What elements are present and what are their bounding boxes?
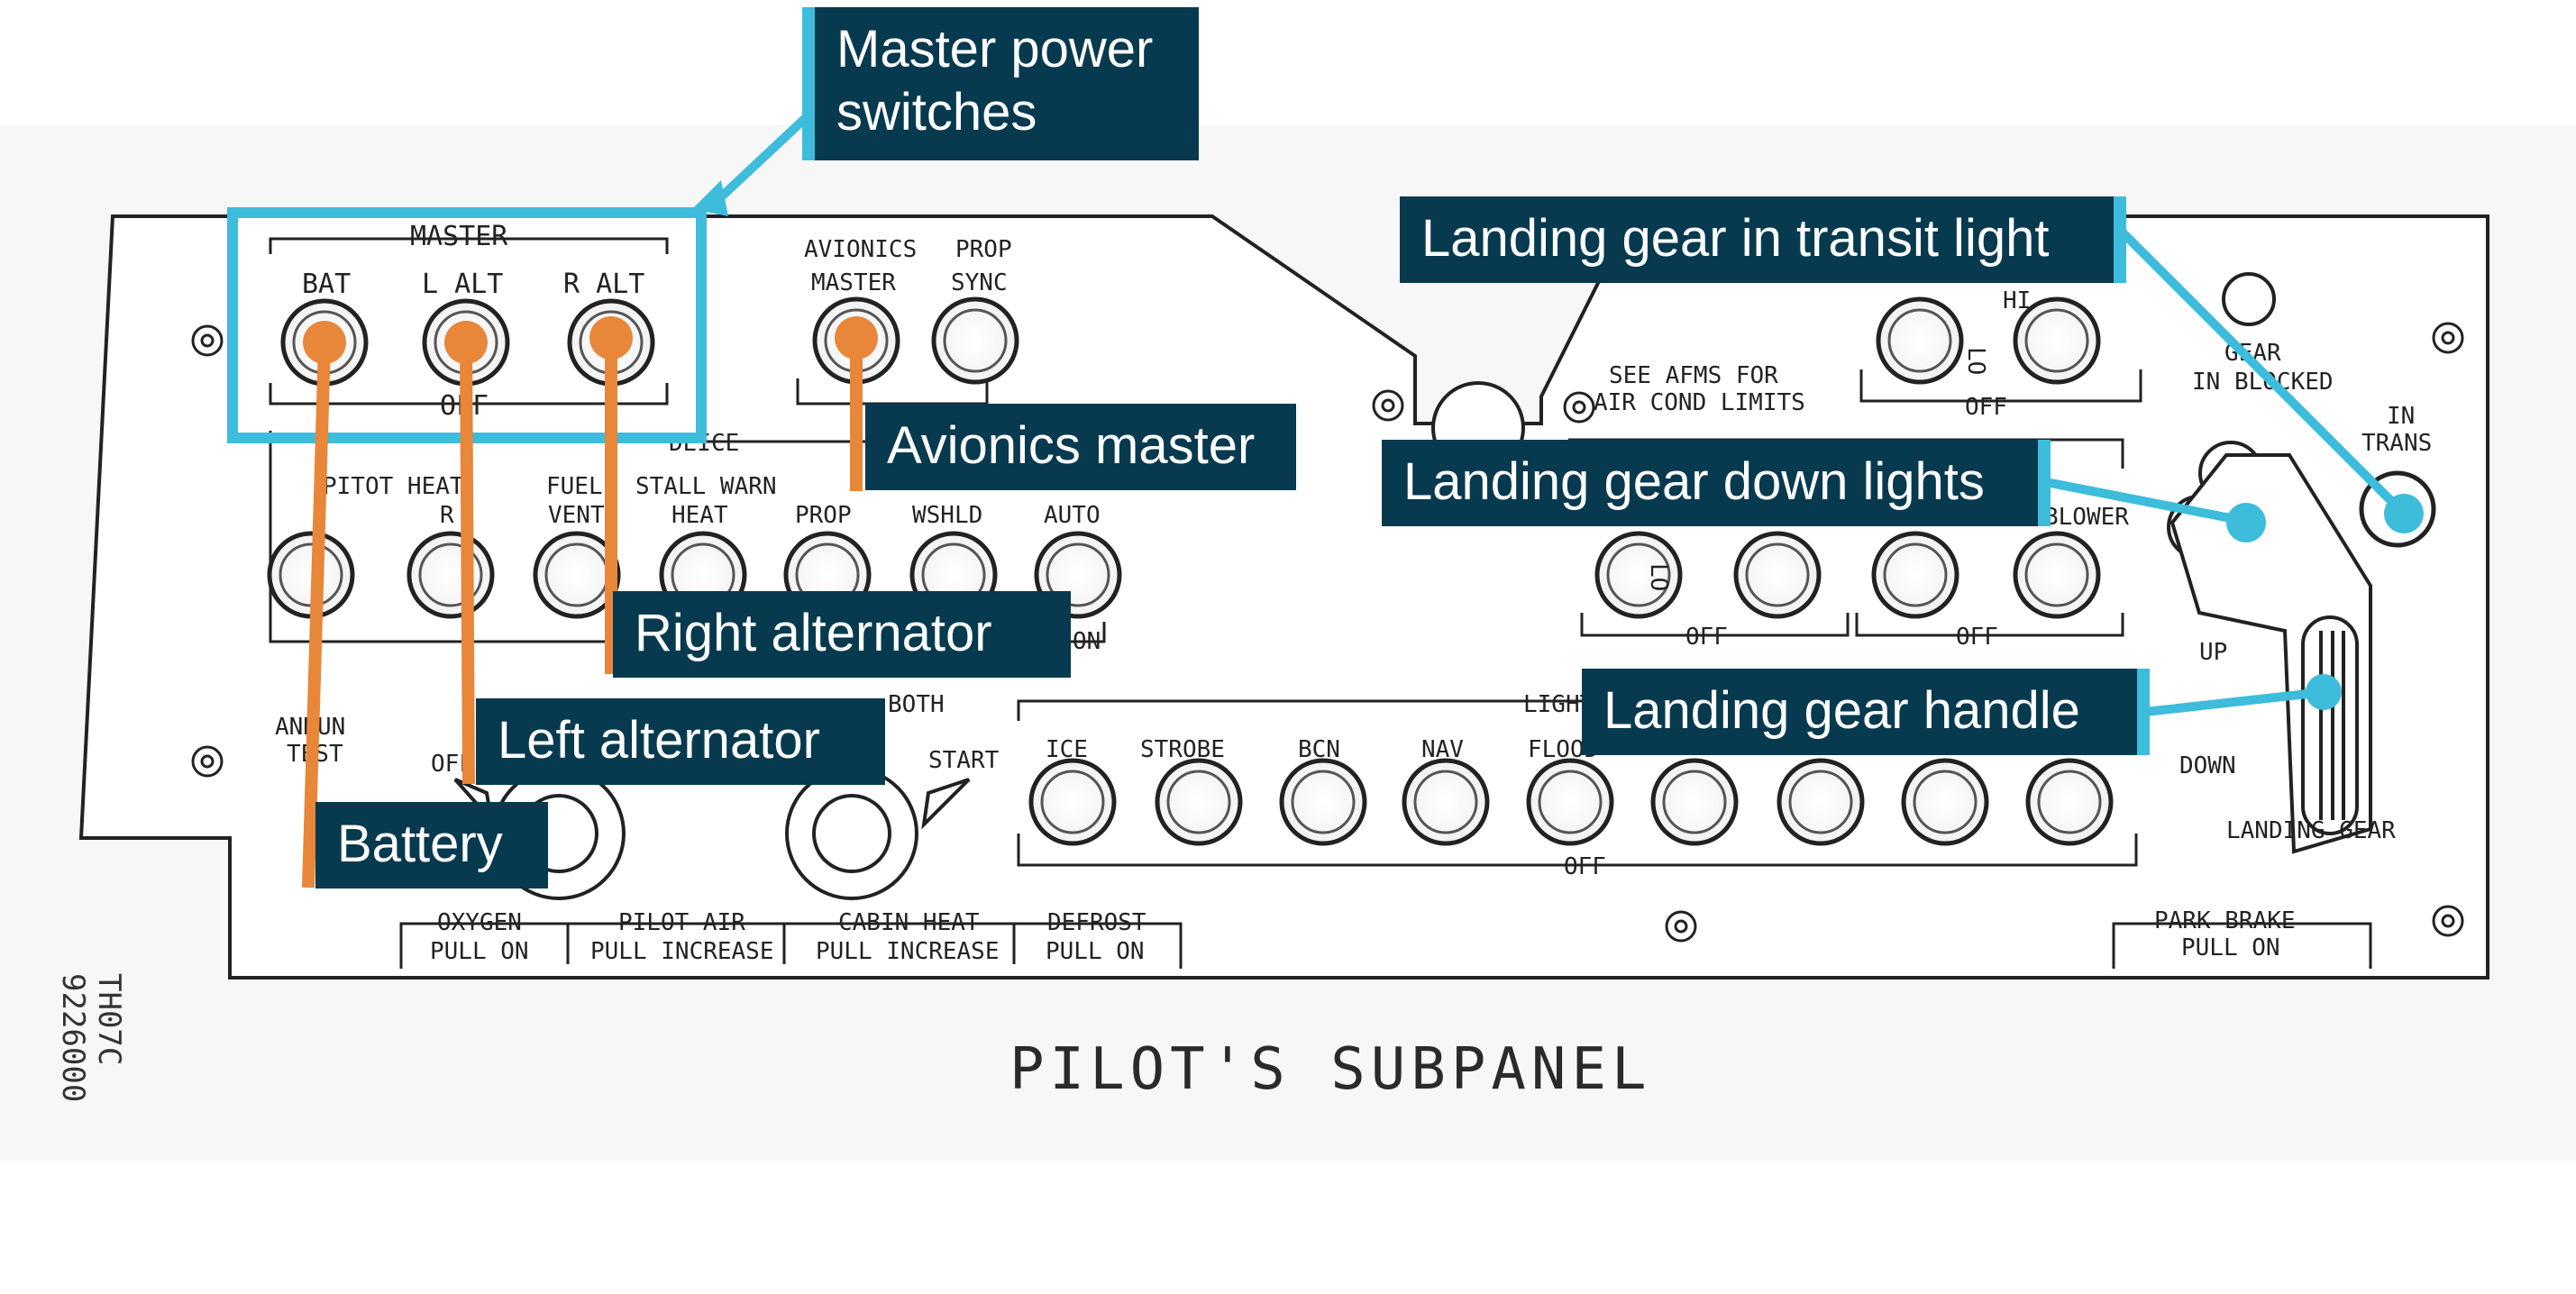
panel-labels: MASTER BAT L ALT R ALT OFF AVIONICS MAST…	[275, 221, 2432, 965]
knob-prop-sync	[931, 296, 1019, 385]
label-strobe: STROBE	[1140, 736, 1225, 763]
label-oxygen-1: OXYGEN	[437, 909, 522, 936]
label-nav: NAV	[1421, 736, 1464, 763]
knob-ice	[1028, 758, 1117, 846]
side-code: TH07C	[91, 973, 127, 1065]
label-auto-on: ON	[1073, 628, 1101, 655]
label-defrost-2: PULL ON	[1046, 938, 1145, 965]
knob-pitot-heat-r	[406, 531, 495, 619]
label-see-afm-2: AIR COND LIMITS	[1594, 389, 1805, 416]
lower-off-brackets	[1580, 613, 2124, 637]
landing-gear-area	[2170, 272, 2372, 854]
label-lo-lower: LO	[1645, 563, 1672, 591]
knob-light-8	[1901, 758, 1989, 846]
callout-right-alternator: Right alternator	[613, 591, 1071, 678]
pull-knobs-bracket	[399, 922, 1183, 969]
panel-screws	[191, 322, 2464, 943]
label-defrost-1: DEFROST	[1047, 909, 1146, 936]
knob-strobe	[1155, 758, 1243, 846]
label-pitot-r: R	[440, 502, 454, 529]
label-bcn: BCN	[1298, 736, 1340, 763]
callout-avionics-master: Avionics master	[865, 404, 1296, 490]
label-stall-warn-1: STALL WARN	[635, 473, 777, 500]
knob-light-9	[2025, 758, 2114, 846]
label-wshld: WSHLD	[912, 502, 982, 529]
label-landing-gear: LANDING GEAR	[2226, 817, 2396, 844]
label-prop: PROP	[795, 502, 852, 529]
label-pitot-heat: PITOT HEAT	[323, 473, 464, 500]
label-prop-sync-2: SYNC	[951, 269, 1008, 296]
label-stall-warn-2: HEAT	[671, 502, 728, 529]
park-brake-bracket	[2112, 922, 2372, 969]
label-auto: AUTO	[1044, 502, 1101, 529]
callout-left-alternator: Left alternator	[476, 698, 885, 785]
orange-dots	[303, 316, 878, 364]
label-up: UP	[2199, 639, 2227, 666]
hi-lo-bracket	[1859, 369, 2142, 403]
label-start: START	[928, 747, 1000, 774]
label-avionics-1: AVIONICS	[804, 236, 917, 263]
label-bat: BAT	[302, 269, 351, 300]
knob-lo-left	[1594, 531, 1683, 619]
knob-light-6	[1650, 758, 1739, 846]
knob-lo-right	[1733, 531, 1822, 619]
callout-master-power: Master power switches	[802, 7, 1199, 160]
label-lo-off: OFF	[1685, 624, 1728, 651]
callout-gear-down: Landing gear down lights	[1382, 440, 2051, 526]
label-hi-off: OFF	[1965, 394, 2007, 421]
knob-hi-lo-left	[1876, 296, 1964, 385]
label-lo-upper: LO	[1962, 347, 1989, 375]
label-lights-off: OFF	[1564, 853, 1606, 880]
side-code-2: 9226000	[55, 973, 91, 1102]
callout-master-power-line2: switches	[836, 83, 1037, 141]
label-park-brake-1: PARK BRAKE	[2154, 907, 2296, 934]
label-ice: ICE	[1046, 736, 1088, 763]
diagram-title: PILOT'S SUBPANEL	[1009, 1036, 1652, 1103]
knob-blower-left	[1871, 531, 1959, 619]
knob-light-7	[1777, 758, 1865, 846]
label-pilot-air-2: PULL INCREASE	[590, 938, 774, 965]
label-fuel-vent-2: VENT	[548, 502, 605, 529]
knob-hi-lo-right	[2013, 296, 2101, 385]
knob-bcn	[1279, 758, 1367, 846]
label-blower: BLOWER	[2044, 504, 2129, 531]
label-down: DOWN	[2179, 752, 2236, 779]
orange-leaders	[302, 338, 863, 888]
label-in-trans-1: IN	[2387, 403, 2415, 430]
label-r-alt: R ALT	[563, 269, 644, 300]
cyan-dots	[2226, 494, 2424, 710]
label-master: MASTER	[410, 221, 508, 252]
label-oxygen-2: PULL ON	[430, 938, 529, 965]
label-in-trans-2: TRANS	[2361, 430, 2432, 457]
cyan-leaders	[708, 109, 2406, 716]
label-prop-sync-1: PROP	[955, 236, 1012, 263]
label-cabin-heat-2: PULL INCREASE	[816, 938, 1000, 965]
label-hi: HI	[2003, 287, 2031, 314]
knob-nav	[1402, 758, 1490, 846]
label-see-afm-1: SEE AFMS FOR	[1609, 362, 1778, 389]
label-avionics-2: MASTER	[811, 269, 896, 296]
label-fuel-vent-1: FUEL	[546, 473, 603, 500]
knob-blower-right	[2013, 531, 2101, 619]
label-l-alt: L ALT	[422, 269, 503, 300]
callout-gear-handle: Landing gear handle	[1582, 669, 2150, 755]
master-arrow-head	[692, 180, 728, 216]
label-pilot-air-1: PILOT AIR	[618, 909, 745, 936]
knob-flood	[1526, 758, 1614, 846]
label-both: BOTH	[888, 691, 945, 718]
label-park-brake-2: PULL ON	[2181, 934, 2280, 961]
callout-battery: Battery	[315, 802, 548, 888]
label-blower-off: OFF	[1956, 624, 1998, 651]
callout-master-power-line1: Master power	[836, 20, 1154, 78]
label-cabin-heat-1: CABIN HEAT	[838, 909, 980, 936]
callout-gear-transit: Landing gear in transit light	[1400, 196, 2126, 283]
